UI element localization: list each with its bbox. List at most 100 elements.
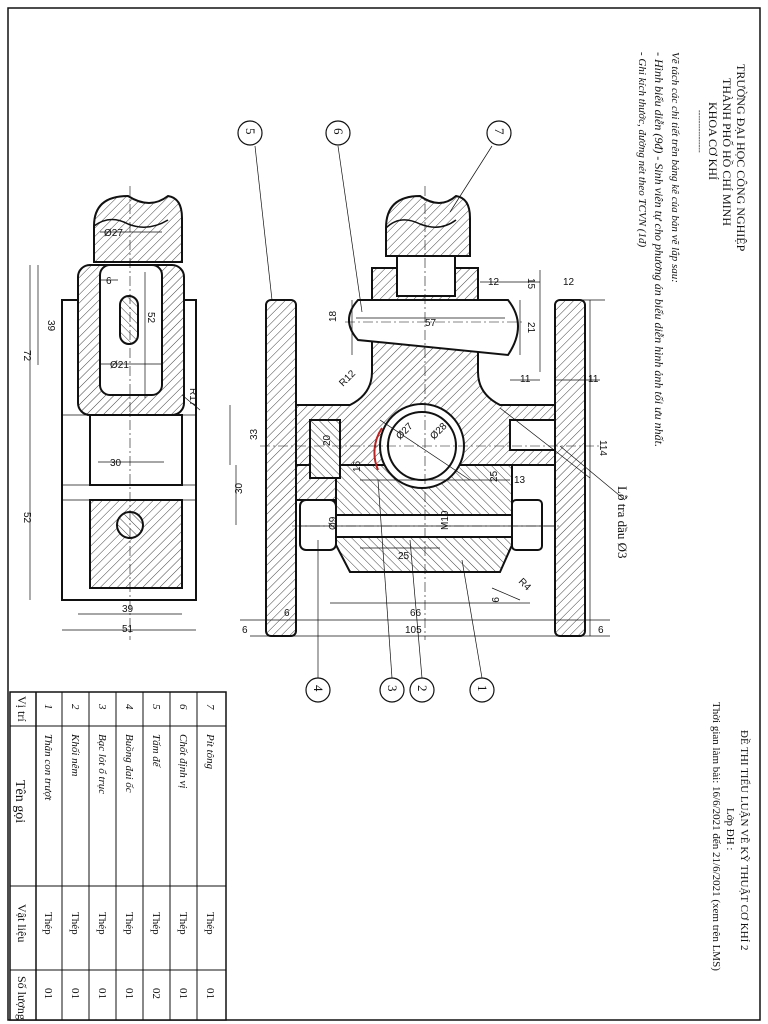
header-separator: ---------------- bbox=[695, 110, 704, 153]
dim-33: 33 bbox=[249, 428, 260, 440]
table-row: 7 Pít tông Thép 01 bbox=[204, 704, 216, 999]
instruction-line2: - Hình biểu diễn (9đ) - Sinh viên tự cho… bbox=[652, 52, 666, 447]
svg-text:Khối nêm: Khối nêm bbox=[69, 733, 81, 777]
side-dim-72: 72 bbox=[21, 350, 32, 362]
bearing-arc-highlight bbox=[373, 427, 383, 471]
dim-30: 30 bbox=[234, 482, 245, 494]
svg-text:Thép: Thép bbox=[150, 912, 162, 935]
svg-text:Buồng đai ốc: Buồng đai ốc bbox=[123, 734, 135, 793]
balloon-3: 3 bbox=[379, 677, 405, 703]
svg-text:Thép: Thép bbox=[177, 912, 189, 935]
svg-text:02: 02 bbox=[150, 988, 162, 999]
svg-text:Bạc lót ổ trục: Bạc lót ổ trục bbox=[96, 734, 108, 794]
dim-16: 16 bbox=[352, 460, 363, 472]
dim-m10: M10 bbox=[440, 510, 451, 530]
svg-text:Tấm đế: Tấm đế bbox=[150, 734, 162, 769]
oil-hole-note: Lỗ tra dầu Ø3 bbox=[615, 486, 630, 559]
dim-13: 13 bbox=[514, 475, 526, 486]
dim-d9: Ø9 bbox=[328, 516, 339, 530]
svg-text:Chốt định vị: Chốt định vị bbox=[177, 734, 189, 788]
svg-text:1: 1 bbox=[475, 685, 490, 692]
faculty-name: KHOA CƠ KHÍ bbox=[706, 102, 720, 180]
side-dim-30: 30 bbox=[110, 458, 122, 469]
dim-25: 25 bbox=[489, 470, 500, 482]
svg-text:4: 4 bbox=[123, 704, 135, 710]
balloon-1: 1 bbox=[469, 677, 495, 703]
side-dim-39-top: 39 bbox=[45, 320, 56, 332]
piston-break-curve bbox=[385, 219, 457, 229]
side-dim-d21: Ø21 bbox=[110, 360, 129, 371]
dim-57: 57 bbox=[425, 318, 437, 329]
university-line2: THÀNH PHỐ HỒ CHÍ MINH bbox=[720, 78, 735, 226]
table-row: 2 Khối nêm Thép 01 bbox=[69, 704, 81, 999]
header-block: TRƯỜNG ĐẠI HỌC CÔNG NGHIỆP THÀNH PHỐ HỒ … bbox=[695, 64, 748, 252]
svg-text:01: 01 bbox=[204, 988, 216, 999]
svg-text:01: 01 bbox=[42, 988, 54, 999]
side-dim-r17: R17 bbox=[187, 388, 198, 407]
instruction-line3: - Ghi kích thước, đường nét theo TCVN (1… bbox=[636, 52, 648, 247]
balloon-4: 4 bbox=[305, 677, 331, 703]
balloon-7: 7 bbox=[486, 120, 512, 146]
locating-pin bbox=[348, 299, 519, 357]
side-piston-break bbox=[93, 194, 183, 263]
table-row: 3 Bạc lót ổ trục Thép 01 bbox=[96, 703, 108, 999]
dim-6-outer-left: 6 bbox=[242, 625, 248, 636]
svg-text:01: 01 bbox=[69, 988, 81, 999]
balloon-5: 5 bbox=[237, 120, 263, 146]
dim-21: 21 bbox=[525, 322, 536, 334]
table-row: 1 Thân con trượt Thép 01 bbox=[42, 704, 54, 999]
table-row: 5 Tấm đế Thép 02 bbox=[150, 704, 162, 999]
exam-class: Lớp ĐH : bbox=[724, 808, 736, 850]
dim-r4: R4 bbox=[516, 576, 533, 593]
svg-text:3: 3 bbox=[96, 703, 108, 710]
table-header-name: Tên gọi bbox=[12, 780, 27, 823]
svg-text:Thép: Thép bbox=[96, 912, 108, 935]
exam-title: ĐỀ THI TIỂU LUẬN VẼ KỸ THUẬT CƠ KHÍ 2 bbox=[738, 730, 751, 951]
svg-text:Thân con trượt: Thân con trượt bbox=[42, 734, 54, 801]
table-row: 6 Chốt định vị Thép 01 bbox=[177, 704, 189, 999]
svg-text:6: 6 bbox=[331, 128, 346, 135]
parts-table: Vị trí Tên gọi Vật liệu Số lượng 7 Pít t… bbox=[9, 691, 227, 1021]
side-dim-39-bottom: 39 bbox=[122, 604, 134, 615]
svg-text:4: 4 bbox=[311, 685, 326, 692]
svg-text:7: 7 bbox=[204, 704, 216, 710]
svg-text:Pít tông: Pít tông bbox=[204, 733, 216, 770]
base-plate-left bbox=[265, 299, 297, 637]
left-pocket bbox=[309, 419, 341, 479]
svg-text:01: 01 bbox=[123, 988, 135, 999]
balloon-2: 2 bbox=[409, 677, 435, 703]
side-dimension-lines bbox=[29, 231, 201, 631]
dim-66: 66 bbox=[410, 608, 422, 619]
table-header-qty: Số lượng bbox=[15, 976, 29, 1020]
svg-text:2: 2 bbox=[415, 685, 430, 692]
side-pin-slot bbox=[119, 295, 139, 345]
side-dim-52-bottom: 52 bbox=[21, 512, 32, 524]
svg-text:3: 3 bbox=[385, 685, 400, 692]
sheet-border bbox=[7, 7, 761, 1021]
dim-114: 114 bbox=[597, 440, 608, 456]
side-dim-6: 6 bbox=[106, 276, 112, 287]
instruction-line1: Vẽ tách các chi tiết trên bảng kê của bả… bbox=[669, 52, 681, 283]
dim-r12: R12 bbox=[337, 368, 358, 389]
base-plate-right bbox=[554, 299, 586, 637]
table-header-material: Vật liệu bbox=[15, 904, 29, 942]
svg-text:Thép: Thép bbox=[42, 912, 54, 935]
svg-text:Thép: Thép bbox=[123, 912, 135, 935]
side-dim-51: 51 bbox=[122, 624, 134, 635]
dim-18: 18 bbox=[328, 310, 339, 322]
exam-time: Thời gian làm bài: 16/6/2021 đến 21/6/20… bbox=[710, 702, 722, 971]
dim-11-right: 11 bbox=[588, 374, 599, 385]
svg-text:Thép: Thép bbox=[204, 912, 216, 935]
svg-text:2: 2 bbox=[69, 704, 81, 710]
part-balloons: 5 6 7 4 3 2 1 bbox=[237, 120, 512, 703]
svg-text:1: 1 bbox=[42, 704, 54, 710]
svg-text:5: 5 bbox=[150, 704, 162, 710]
table-row: 4 Buồng đai ốc Thép 01 bbox=[123, 704, 135, 999]
front-dimension-lines bbox=[229, 270, 626, 637]
dim-25-bottom: 25 bbox=[398, 551, 410, 562]
table-header-pos: Vị trí bbox=[15, 696, 29, 722]
side-middle-band bbox=[89, 414, 183, 486]
svg-text:01: 01 bbox=[177, 988, 189, 999]
dim-12-top: 12 bbox=[488, 277, 500, 288]
dim-15: 15 bbox=[525, 278, 536, 290]
